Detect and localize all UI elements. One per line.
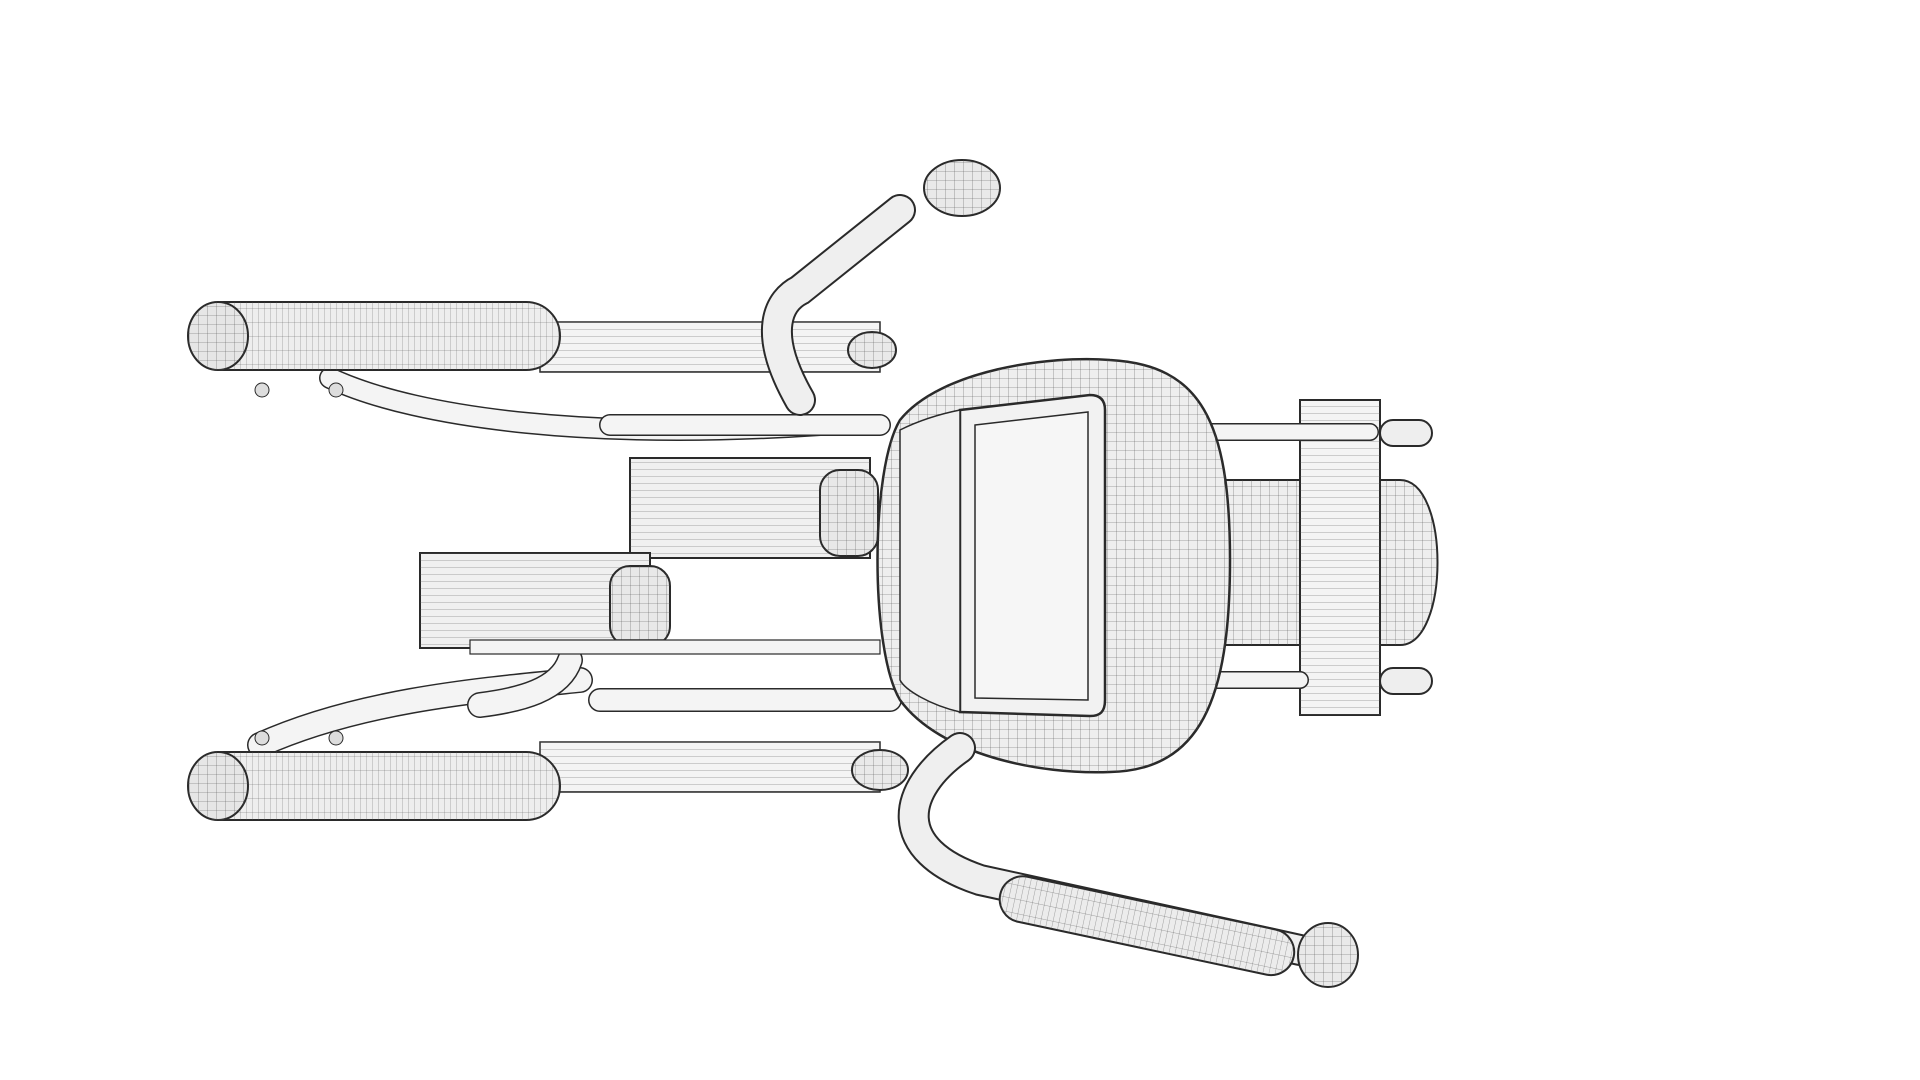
lower-handlebar [851, 732, 1359, 988]
lower-frame-rail [247, 647, 902, 793]
foot-platform-upper [629, 457, 879, 559]
foot-platform-lower [419, 552, 881, 655]
rear-drive-housing [1191, 399, 1439, 716]
console-display [876, 357, 1232, 774]
upper-pedal-arm [187, 301, 561, 398]
lower-pedal-arm [187, 730, 561, 821]
upper-handlebar [760, 159, 1001, 416]
